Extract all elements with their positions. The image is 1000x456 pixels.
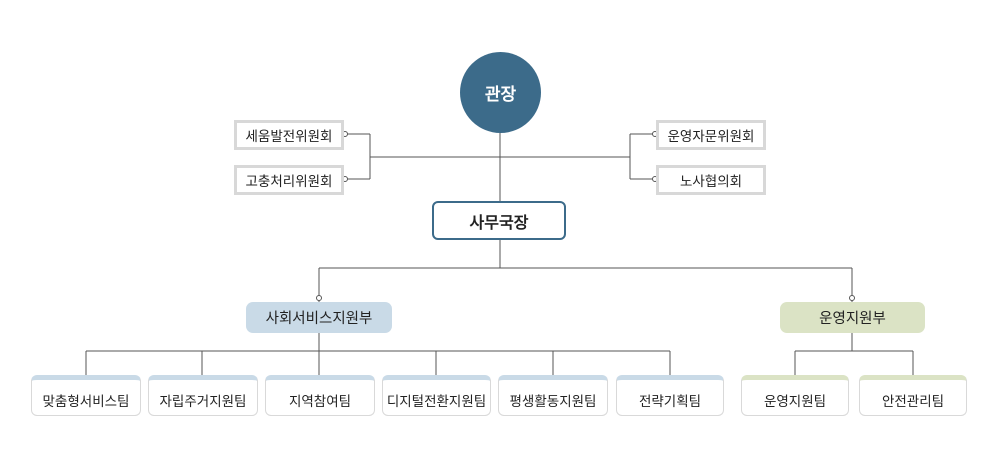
division-operations-support: 운영지원부 xyxy=(780,302,925,333)
team-independent-housing: 자립주거지원팀 xyxy=(148,375,258,416)
team-digital-transition: 디지털전환지원팀 xyxy=(382,375,491,416)
team-lifelong-activity: 평생활동지원팀 xyxy=(498,375,608,416)
director-node: 관장 xyxy=(460,52,541,133)
committee-seum-development: 세움발전위원회 xyxy=(234,120,344,150)
committee-labor-management: 노사협의회 xyxy=(656,165,766,195)
committee-advisory: 운영자문위원회 xyxy=(656,120,766,150)
team-customized-service: 맞춤형서비스팀 xyxy=(31,375,141,416)
team-operations-support: 운영지원팀 xyxy=(741,375,849,416)
team-safety-management: 안전관리팀 xyxy=(859,375,967,416)
committee-grievance: 고충처리위원회 xyxy=(234,165,344,195)
team-community-participation: 지역참여팀 xyxy=(265,375,375,416)
team-strategic-planning: 전략기획팀 xyxy=(616,375,724,416)
division-social-services: 사회서비스지원부 xyxy=(246,302,392,333)
secretary-general-node: 사무국장 xyxy=(432,201,566,240)
